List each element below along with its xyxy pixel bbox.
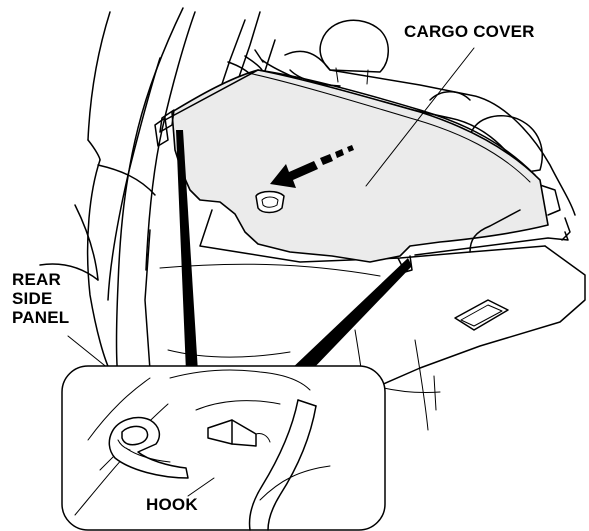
hook-label: HOOK (146, 495, 198, 514)
cargo-cover-leader-line (365, 47, 475, 187)
hook-detail-inset (61, 365, 386, 531)
rear-side-panel-label-line-3: PANEL (12, 308, 70, 327)
cargo-cover-shade (159, 49, 569, 273)
pull-forward-arrow-icon (270, 145, 354, 188)
detail-magnifier-lines (176, 130, 412, 372)
rear-side-panel-label-line-2: SIDE (12, 289, 53, 308)
rear-seats (261, 19, 576, 241)
cargo-cover-label: CARGO COVER (404, 22, 535, 41)
hook-leader-line (187, 477, 215, 497)
rear-side-panel (39, 7, 276, 379)
rear-side-panel-label-line-1: REAR (12, 270, 61, 289)
